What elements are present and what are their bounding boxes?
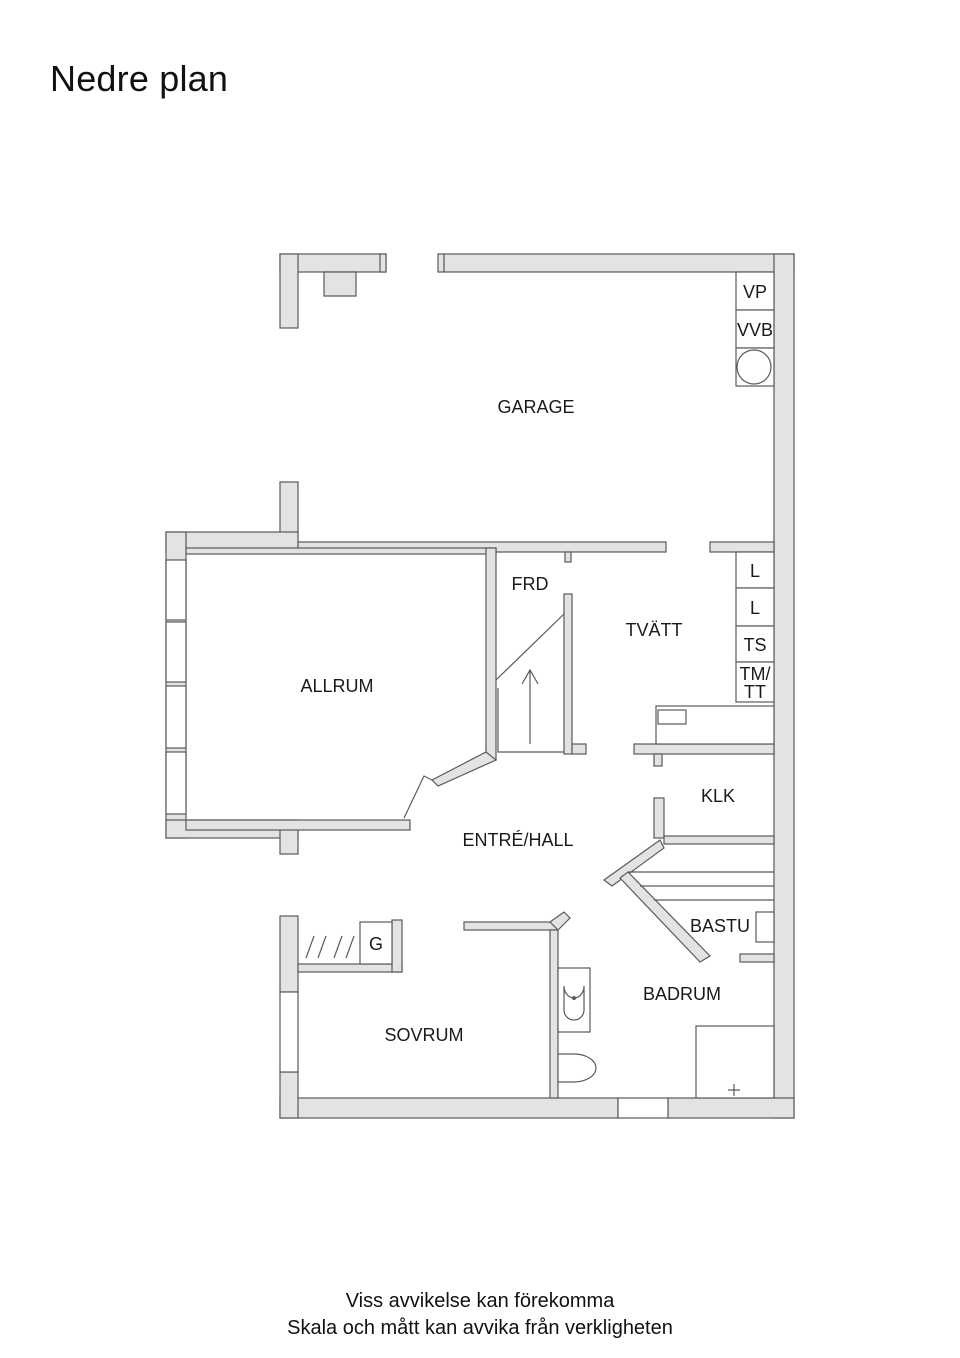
- fixture-label-l1: L: [750, 561, 760, 581]
- fixture-label-vvb: VVB: [737, 320, 773, 340]
- footer-disclaimer-line-2: Skala och mått kan avvika från verklighe…: [287, 1317, 673, 1339]
- room-label-frd: FRD: [512, 574, 549, 594]
- interior-walls: [185, 271, 775, 1099]
- fixture-label-g: G: [369, 934, 383, 954]
- room-label-badrum: BADRUM: [643, 984, 721, 1004]
- room-label-allrum: ALLRUM: [300, 676, 373, 696]
- room-label-sovrum: SOVRUM: [384, 1025, 463, 1045]
- room-label-bastu: BASTU: [690, 916, 750, 936]
- fixture-label-l2: L: [750, 598, 760, 618]
- room-label-garage: GARAGE: [497, 397, 574, 417]
- fixture-label-tm: TM/: [740, 664, 771, 684]
- fixture-label-ts: TS: [743, 635, 766, 655]
- footer-disclaimer-line-1: Viss avvikelse kan förekomma: [345, 1290, 615, 1312]
- room-label-tvatt: TVÄTT: [626, 620, 683, 640]
- fixture-label-vp: VP: [743, 282, 767, 302]
- room-label-entre-hall: ENTRÉ/HALL: [462, 830, 573, 850]
- room-label-klk: KLK: [701, 786, 735, 806]
- page-title: Nedre plan: [50, 58, 229, 99]
- fixture-label-tt: TT: [744, 682, 766, 702]
